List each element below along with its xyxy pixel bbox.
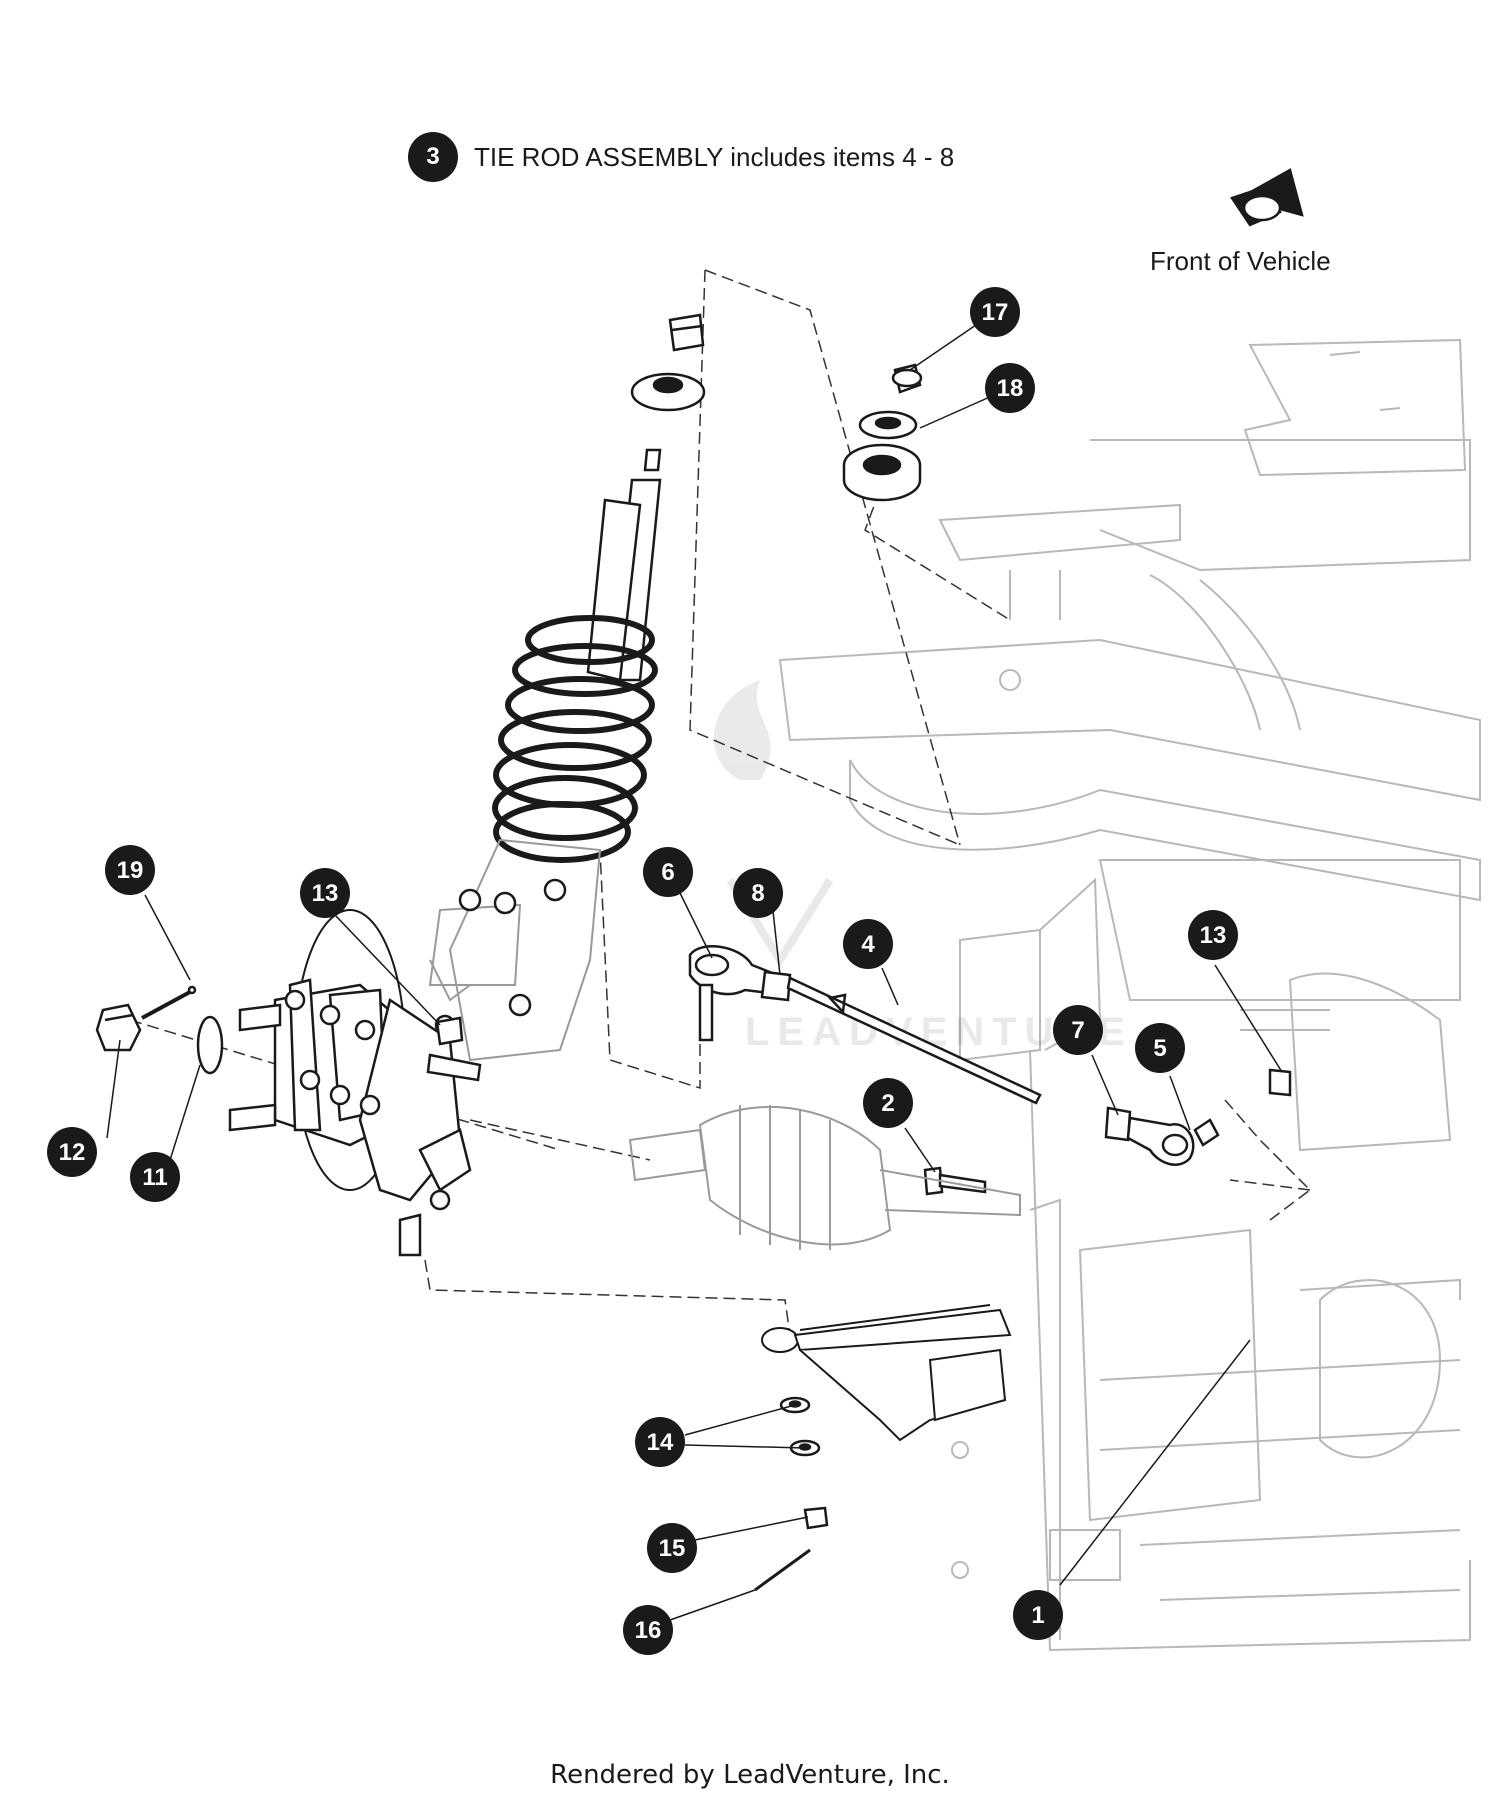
- callout-number: 15: [659, 1535, 686, 1562]
- callout-number: 5: [1153, 1035, 1166, 1062]
- callout-number: 17: [982, 299, 1009, 326]
- callout-7: 7: [1053, 1005, 1103, 1055]
- strut-top-nut: [668, 313, 705, 352]
- castle-nut-15: [803, 1506, 829, 1530]
- jam-nut-7: [1104, 1106, 1132, 1142]
- coil-spring: [492, 615, 658, 863]
- callout-badge: [635, 1417, 685, 1467]
- castle-nut: [95, 1003, 142, 1052]
- callout-badge: [970, 287, 1020, 337]
- callout-number: 7: [1071, 1017, 1084, 1044]
- damper-bolts: [458, 878, 567, 1017]
- callout-number: 2: [881, 1090, 894, 1117]
- callout-badge: [1135, 1023, 1185, 1073]
- callout-badge: [843, 919, 893, 969]
- bolt-2: [923, 1166, 987, 1196]
- cv-axle: [628, 1105, 1021, 1250]
- callout-number: 16: [635, 1617, 662, 1644]
- callout-13: 13: [300, 868, 350, 918]
- callout-number: 12: [59, 1139, 86, 1166]
- callout-6: 6: [643, 847, 693, 897]
- strut-shaft: [586, 448, 662, 682]
- lower-control-arm: [761, 1304, 1012, 1442]
- callout-number: 6: [661, 859, 674, 886]
- jam-nut-8: [760, 970, 792, 1002]
- callout-badge: [130, 1152, 180, 1202]
- callout-badge: [985, 363, 1035, 413]
- callout-13: 13: [1188, 910, 1238, 960]
- vehicle-frame: [778, 338, 1481, 1652]
- tie-rod-4: [786, 976, 1042, 1105]
- callout-badge: [623, 1605, 673, 1655]
- callout-14: 14: [635, 1417, 685, 1467]
- callout-badge: [733, 868, 783, 918]
- callout-17: 17: [970, 287, 1020, 337]
- callout-15: 15: [647, 1523, 697, 1573]
- callout-badge: [1188, 910, 1238, 960]
- callout-11: 11: [130, 1152, 180, 1202]
- bushing: [842, 443, 922, 502]
- assembly-lines: [129, 269, 1312, 1336]
- callout-badge: [300, 868, 350, 918]
- nut-17: [891, 363, 923, 394]
- callout-2: 2: [863, 1078, 913, 1128]
- callout-badge: [1053, 1005, 1103, 1055]
- callout-8: 8: [733, 868, 783, 918]
- callout-1: 1: [1013, 1590, 1063, 1640]
- callout-badge: [47, 1127, 97, 1177]
- callout-19: 19: [105, 845, 155, 895]
- callout-number: 13: [312, 880, 339, 907]
- hub-knuckle: [228, 909, 482, 1257]
- callouts: 17 18 19 13 6 8 4 13 7 5 2 12 11 14 15 16 1: [47, 287, 1238, 1655]
- strut-top-washer: [630, 372, 706, 412]
- callout-number: 8: [751, 880, 764, 907]
- callout-number: 4: [861, 931, 875, 958]
- callout-badge: [105, 845, 155, 895]
- tie-rod-end-inner: [1126, 1116, 1220, 1166]
- callout-number: 19: [117, 857, 144, 884]
- washer-18: [858, 410, 918, 440]
- callout-number: 13: [1200, 922, 1227, 949]
- axle-washer: [196, 1015, 224, 1075]
- parts: [95, 168, 1304, 1592]
- callout-number: 11: [142, 1164, 167, 1191]
- footer-credit: Rendered by LeadVenture, Inc.: [550, 1760, 950, 1790]
- callout-badge: [647, 1523, 697, 1573]
- callout-16: 16: [623, 1605, 673, 1655]
- callout-number: 14: [647, 1429, 674, 1456]
- assembly-legend: 3 TIE ROD ASSEMBLY includes items 4 - 8: [408, 132, 954, 182]
- pivot-nut: [1268, 1068, 1292, 1097]
- front-of-vehicle-label: Front of Vehicle: [1150, 246, 1331, 276]
- leader-lines: [106, 311, 1283, 1621]
- knuckle-nut: [435, 1016, 464, 1046]
- callout-4: 4: [843, 919, 893, 969]
- legend-text: TIE ROD ASSEMBLY includes items 4 - 8: [474, 141, 955, 172]
- cotter-pin-16: [754, 1548, 811, 1592]
- direction-arrow-icon: [1230, 168, 1304, 227]
- callout-number: 1: [1031, 1602, 1044, 1629]
- damper-body: [428, 838, 602, 1062]
- callout-5: 5: [1135, 1023, 1185, 1073]
- callout-badge: [863, 1078, 913, 1128]
- callout-number: 18: [997, 375, 1024, 402]
- legend-badge: 3: [408, 132, 458, 182]
- callout-badge: [1013, 1590, 1063, 1640]
- callout-badge: [643, 847, 693, 897]
- callout-18: 18: [985, 363, 1035, 413]
- callout-12: 12: [47, 1127, 97, 1177]
- cotter-pin-19: [141, 985, 197, 1020]
